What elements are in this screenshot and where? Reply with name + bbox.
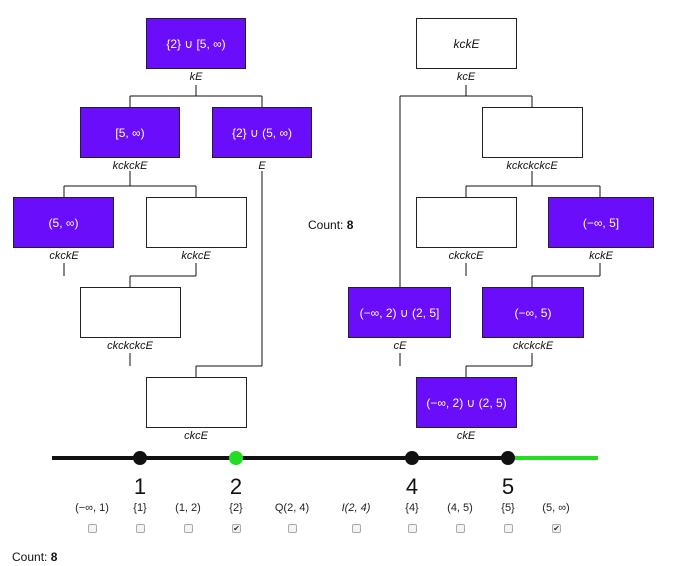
interval-label: (−∞, 1) [75, 502, 109, 514]
interval-checkbox[interactable] [136, 524, 145, 533]
interval-checkbox[interactable] [288, 524, 297, 533]
node-kE[interactable]: {2} ∪ [5, ∞) [146, 18, 246, 69]
count-bottom: Count: 8 [12, 550, 57, 564]
node-ckckckE[interactable]: (−∞, 5) [482, 287, 584, 338]
interval-label: {5} [501, 502, 515, 514]
interval-checkbox[interactable] [184, 524, 193, 533]
interval-label: (4, 5) [447, 502, 473, 514]
connector [399, 85, 533, 287]
point-2 [229, 451, 243, 465]
label-kckckE: kckckE [112, 160, 148, 172]
interval-label: (5, ∞) [542, 502, 570, 514]
count-middle: Count: 8 [308, 218, 353, 232]
count-bottom-label: Count: [12, 550, 48, 564]
point-5 [501, 451, 515, 465]
node-ckckE[interactable]: (5, ∞) [13, 197, 114, 248]
interval-checkbox[interactable]: ✔ [552, 524, 561, 533]
number-label-5: 5 [501, 474, 515, 499]
label-cE: cE [393, 340, 407, 352]
count-middle-value: 8 [346, 218, 354, 232]
node-ckcE[interactable] [146, 377, 247, 428]
count-middle-label: Count: [308, 218, 344, 232]
connector [129, 85, 263, 107]
label-kE: kE [189, 71, 203, 83]
interval-label: I(2, 4) [341, 502, 371, 514]
label-ckckckcE: ckckckcE [107, 340, 153, 352]
label-ckckE: ckckE [49, 250, 79, 262]
point-4 [405, 451, 419, 465]
node-ckE[interactable]: (−∞, 2) ∪ (2, 5) [416, 377, 517, 428]
label-ckcE: ckcE [184, 430, 208, 442]
node-kckckckcE[interactable] [482, 107, 583, 158]
interval-checkbox[interactable] [456, 524, 465, 533]
count-bottom-value: 8 [50, 550, 58, 564]
connector [63, 171, 197, 197]
connector [63, 263, 197, 287]
node-kckE[interactable]: (−∞, 5] [548, 197, 654, 248]
node-kckckE[interactable]: [5, ∞) [80, 107, 180, 158]
interval-label: {2} [229, 502, 243, 514]
interval-checkbox[interactable] [408, 524, 417, 533]
number-label-4: 4 [405, 474, 419, 499]
number-label-1: 1 [133, 474, 147, 499]
interval-checkbox[interactable]: ✔ [232, 524, 241, 533]
connector [465, 171, 601, 197]
label-E: E [258, 160, 266, 172]
interval-checkbox[interactable] [504, 524, 513, 533]
connector [129, 171, 263, 377]
connector [465, 263, 601, 287]
connector [399, 353, 533, 377]
node-cE[interactable]: (−∞, 2) ∪ (2, 5] [348, 287, 451, 338]
interval-checkbox[interactable] [88, 524, 97, 533]
node-E[interactable]: {2} ∪ (5, ∞) [212, 107, 312, 158]
point-1 [133, 451, 147, 465]
label-kckcE: kckcE [181, 250, 211, 262]
interval-label: {1} [133, 502, 147, 514]
label-ckckckE: ckckckE [512, 340, 554, 352]
node-kckcE[interactable] [146, 197, 247, 248]
label-kcE: kcE [456, 71, 476, 83]
interval-label: Q(2, 4) [274, 502, 310, 514]
number-label-2: 2 [229, 474, 243, 499]
interval-label: {4} [405, 502, 419, 514]
label-ckE: ckE [456, 430, 476, 442]
interval-checkbox[interactable] [352, 524, 361, 533]
node-ckckcE[interactable] [416, 197, 517, 248]
label-kckE: kckE [589, 250, 613, 262]
label-ckckcE: ckckcE [448, 250, 484, 262]
interval-label: (1, 2) [175, 502, 201, 514]
label-kckckckcE: kckckckcE [506, 160, 558, 172]
node-kcE[interactable]: kckE [416, 18, 517, 69]
node-ckckckcE[interactable] [80, 287, 181, 338]
